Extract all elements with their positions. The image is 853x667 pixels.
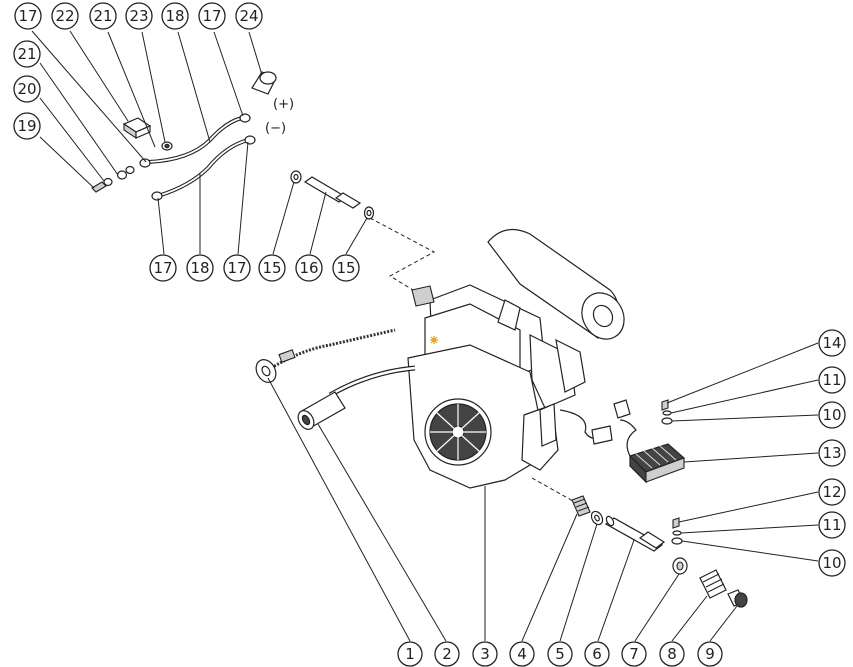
callout-13: 13: [818, 439, 846, 467]
callout-4: 4: [509, 641, 535, 667]
svg-text:10: 10: [822, 554, 841, 572]
callout-23: 23: [125, 2, 153, 30]
svg-text:24: 24: [239, 7, 258, 25]
callout-10: 10: [818, 549, 846, 577]
callout-24: 24: [235, 2, 263, 30]
part-bushing: [672, 557, 688, 575]
svg-text:17: 17: [153, 259, 172, 277]
svg-text:10: 10: [822, 406, 841, 424]
callout-15: 15: [332, 254, 360, 282]
callout-11: 11: [818, 511, 846, 539]
part-lower-washer: [590, 510, 604, 526]
svg-text:21: 21: [17, 45, 36, 63]
svg-text:16: 16: [299, 259, 318, 277]
callout-14: 14: [818, 329, 846, 357]
svg-text:2: 2: [442, 645, 452, 663]
callout-18: 18: [161, 2, 189, 30]
callout-7: 7: [621, 641, 647, 667]
part-terminal-block: [122, 117, 152, 140]
callout-16: 16: [295, 254, 323, 282]
part-lower-tube: [604, 515, 666, 552]
callout-20: 20: [13, 75, 41, 103]
part-battery-cables: [139, 113, 256, 201]
callout-21: 21: [89, 2, 117, 30]
svg-text:19: 19: [17, 117, 36, 135]
part-screw-upper: [661, 399, 673, 425]
callout-1: 1: [397, 641, 423, 667]
svg-text:17: 17: [18, 7, 37, 25]
callout-18: 18: [186, 254, 214, 282]
callout-15: 15: [258, 254, 286, 282]
callout-2: 2: [434, 641, 460, 667]
svg-text:8: 8: [667, 645, 677, 663]
callout-17: 17: [14, 2, 42, 30]
callout-17: 17: [223, 254, 251, 282]
svg-text:3: 3: [480, 645, 490, 663]
part-upper-tube-set: [290, 170, 375, 220]
alignment-line-upper: [369, 217, 436, 297]
callout-3: 3: [472, 641, 498, 667]
part-terminal-boot-pos: [251, 71, 277, 95]
svg-text:4: 4: [517, 645, 527, 663]
svg-text:14: 14: [822, 334, 841, 352]
engine-assembly: [407, 228, 625, 489]
callouts: 17 22 21 23 18 17 24 21 20 19 17 18 17 1…: [13, 2, 846, 667]
svg-text:18: 18: [190, 259, 209, 277]
part-plug-cap: [297, 365, 416, 430]
part-nut-23: [161, 141, 173, 151]
part-fitting: [699, 569, 727, 599]
polarity-negative-label: (−): [265, 121, 286, 136]
svg-text:17: 17: [202, 7, 221, 25]
callout-12: 12: [818, 478, 846, 506]
svg-text:15: 15: [262, 259, 281, 277]
svg-text:5: 5: [555, 645, 565, 663]
part-cap: [727, 589, 748, 608]
part-ground-cable: [255, 328, 396, 383]
spark-mark-icon: [430, 336, 438, 344]
svg-text:18: 18: [165, 7, 184, 25]
callout-9: 9: [697, 641, 723, 667]
part-bolt-19: [91, 165, 135, 193]
callout-19: 19: [13, 112, 41, 140]
callout-11: 11: [818, 366, 846, 394]
svg-text:23: 23: [129, 7, 148, 25]
polarity-positive-label: (+): [273, 97, 294, 112]
svg-text:7: 7: [629, 645, 639, 663]
callout-10: 10: [818, 401, 846, 429]
svg-text:22: 22: [55, 7, 74, 25]
callout-22: 22: [51, 2, 79, 30]
svg-text:11: 11: [822, 371, 841, 389]
leader-lines: [31, 30, 819, 642]
part-regulator: [613, 399, 686, 484]
callout-17: 17: [149, 254, 177, 282]
callout-5: 5: [547, 641, 573, 667]
callout-8: 8: [659, 641, 685, 667]
svg-text:6: 6: [592, 645, 602, 663]
callout-21: 21: [13, 40, 41, 68]
callout-6: 6: [584, 641, 610, 667]
svg-text:11: 11: [822, 516, 841, 534]
svg-text:15: 15: [336, 259, 355, 277]
svg-text:17: 17: [227, 259, 246, 277]
svg-text:1: 1: [405, 645, 415, 663]
svg-text:21: 21: [93, 7, 112, 25]
svg-text:20: 20: [17, 80, 36, 98]
svg-text:12: 12: [822, 483, 841, 501]
svg-text:13: 13: [822, 444, 841, 462]
callout-17: 17: [198, 2, 226, 30]
part-lower-stud: [571, 495, 591, 517]
svg-text:9: 9: [705, 645, 715, 663]
